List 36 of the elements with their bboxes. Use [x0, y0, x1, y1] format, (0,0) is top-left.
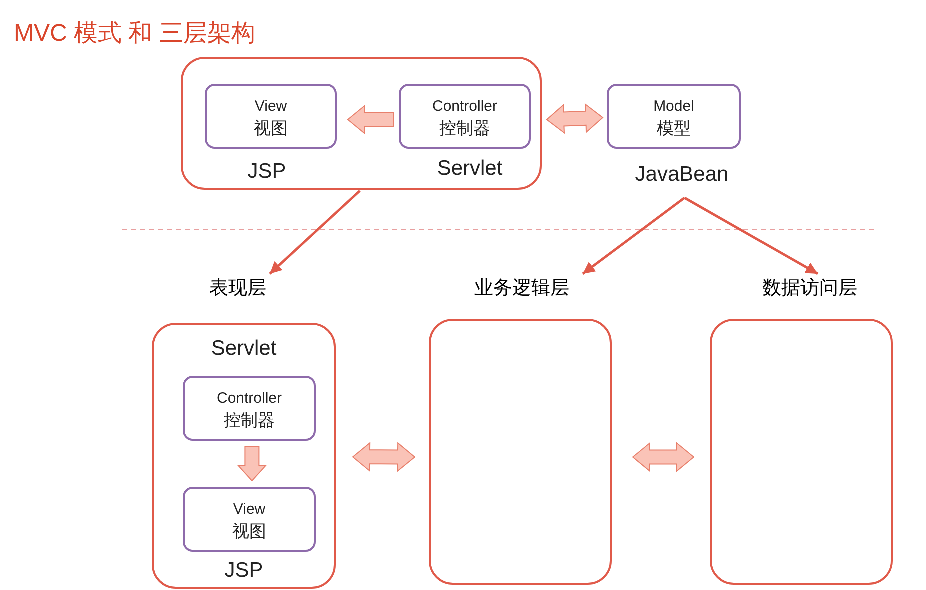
block-arrow	[347, 104, 394, 135]
arrow	[582, 197, 686, 275]
box-text: 视图	[232, 522, 268, 542]
box-text: 模型	[656, 119, 692, 139]
component-box	[399, 84, 531, 149]
layer-label: 表现层	[198, 276, 278, 302]
box-text: 控制器	[438, 119, 492, 139]
block-arrow	[352, 442, 416, 472]
component-box	[183, 376, 316, 441]
component-box	[183, 487, 316, 552]
technology-label: JSP	[246, 160, 288, 184]
container-box	[429, 319, 612, 585]
box-heading: Servlet	[210, 337, 278, 362]
container-box	[181, 57, 542, 190]
layer-box	[152, 323, 336, 589]
technology-label: JavaBean	[634, 163, 730, 188]
technology-label: Servlet	[436, 157, 504, 182]
box-text: 视图	[253, 119, 289, 139]
component-box	[607, 84, 741, 149]
title: MVC 模式 和 三层架构	[14, 20, 256, 48]
arrow	[684, 196, 819, 276]
block-arrow	[632, 442, 695, 472]
block-arrow	[237, 446, 268, 482]
container-box	[710, 319, 893, 585]
box-text: View	[254, 98, 288, 116]
layer-label: 业务逻辑层	[470, 276, 574, 302]
box-text: Model	[652, 98, 696, 116]
layer-label: 数据访问层	[758, 276, 862, 302]
box-heading: JSP	[224, 558, 264, 583]
box-text: 控制器	[223, 411, 276, 431]
component-box	[205, 84, 337, 149]
box-text: Controller	[216, 390, 284, 408]
arrow	[269, 190, 361, 275]
block-arrow	[546, 103, 604, 134]
box-text: Controller	[431, 98, 499, 116]
box-text: View	[232, 501, 267, 518]
